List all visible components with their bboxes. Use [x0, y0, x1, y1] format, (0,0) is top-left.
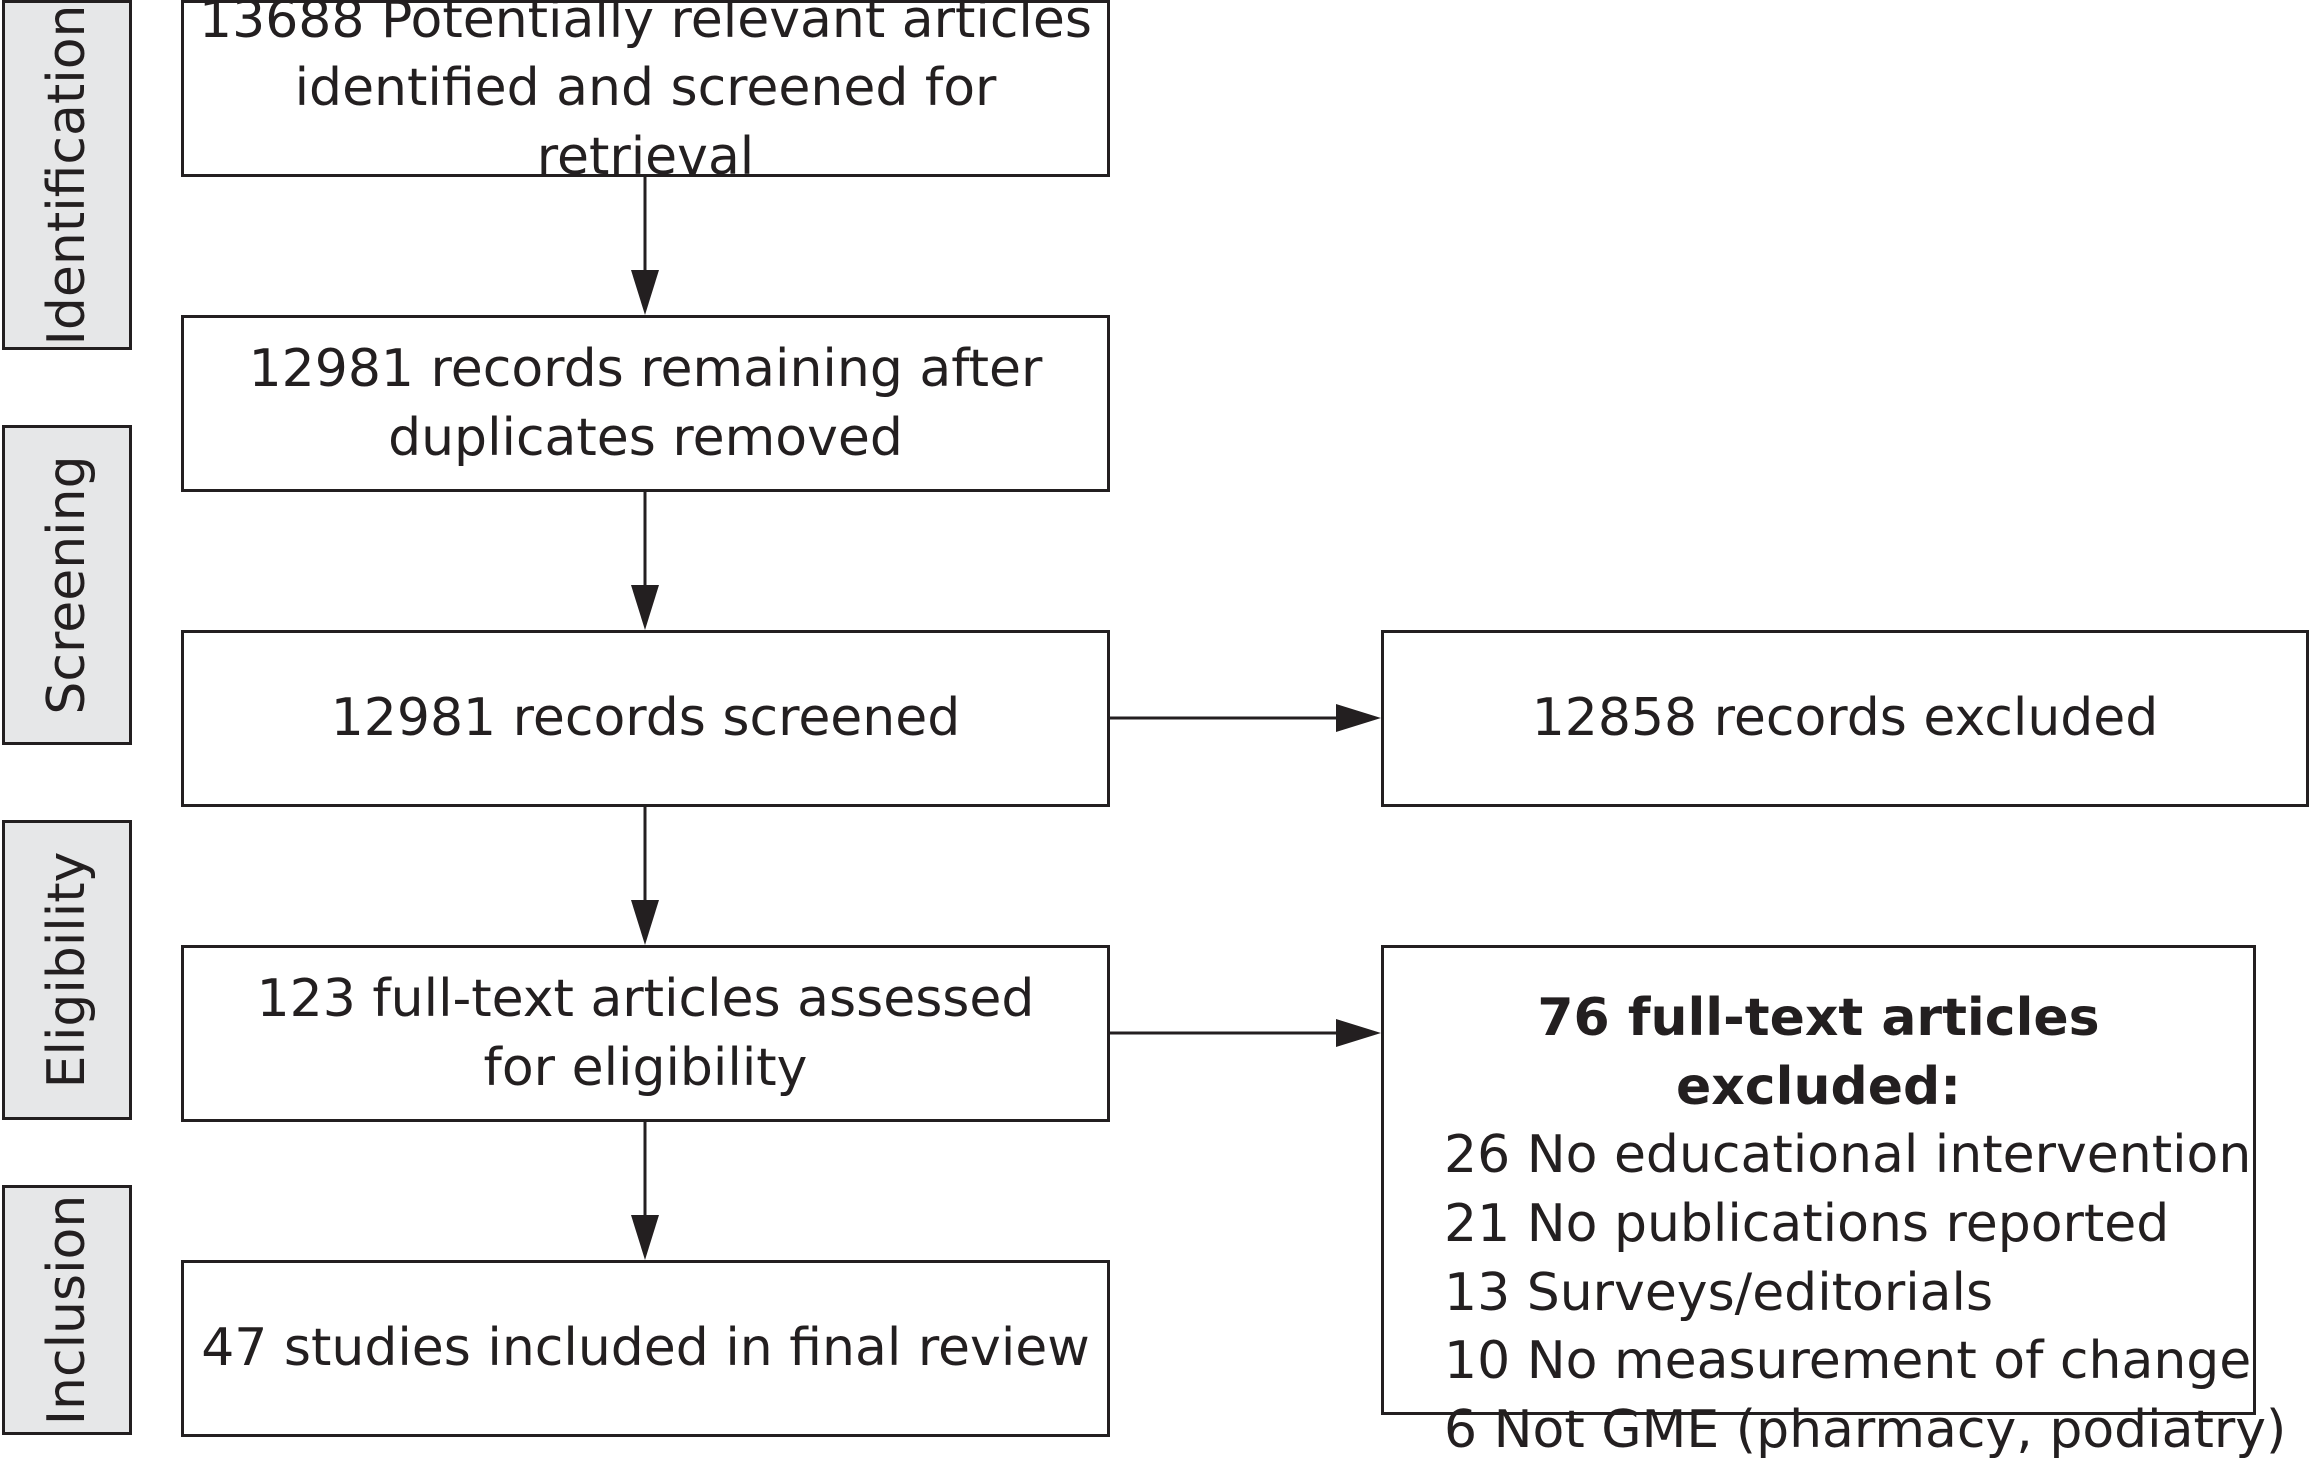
exclusion-reason: 26 No educational intervention	[1444, 1125, 2252, 1186]
arrow-duplicates-to-screened	[631, 492, 659, 630]
arrow-fulltext-to-excluded	[1110, 1019, 1381, 1047]
fulltext-assessed-box: 123 full-text articles assessed for elig…	[181, 945, 1110, 1122]
arrow-fulltext-to-included	[631, 1122, 659, 1260]
arrow-screened-to-excluded	[1110, 704, 1381, 732]
exclusion-reason: 21 No publications reported	[1444, 1193, 2170, 1254]
stage-tab-eligibility: Eligibility	[2, 820, 132, 1120]
screened-box: 12981 records screened	[181, 630, 1110, 807]
stage-tab-screening: Screening	[2, 425, 132, 745]
fulltext-excluded-box: 76 full-text articles excluded: 26 No ed…	[1381, 945, 2286, 1460]
stage-tab-inclusion: Inclusion	[2, 1185, 132, 1435]
exclusion-reason: 10 No measurement of change	[1444, 1331, 2252, 1392]
arrow-screened-to-fulltext	[631, 807, 659, 945]
fulltext-excluded-title: 76 full-text articles excluded:	[1537, 988, 2100, 1117]
identified-box: 13688 Potentially relevant articles iden…	[181, 0, 1110, 187]
after-duplicates-box: 12981 records remaining after duplicates…	[181, 315, 1110, 492]
arrow-identified-to-duplicates	[631, 177, 659, 315]
included-box: 47 studies included in final review	[181, 1260, 1110, 1437]
exclusion-reason: 13 Surveys/editorials	[1444, 1262, 1994, 1323]
stage-tab-identification: Identification	[2, 0, 132, 350]
records-excluded-box: 12858 records excluded	[1381, 630, 2309, 807]
